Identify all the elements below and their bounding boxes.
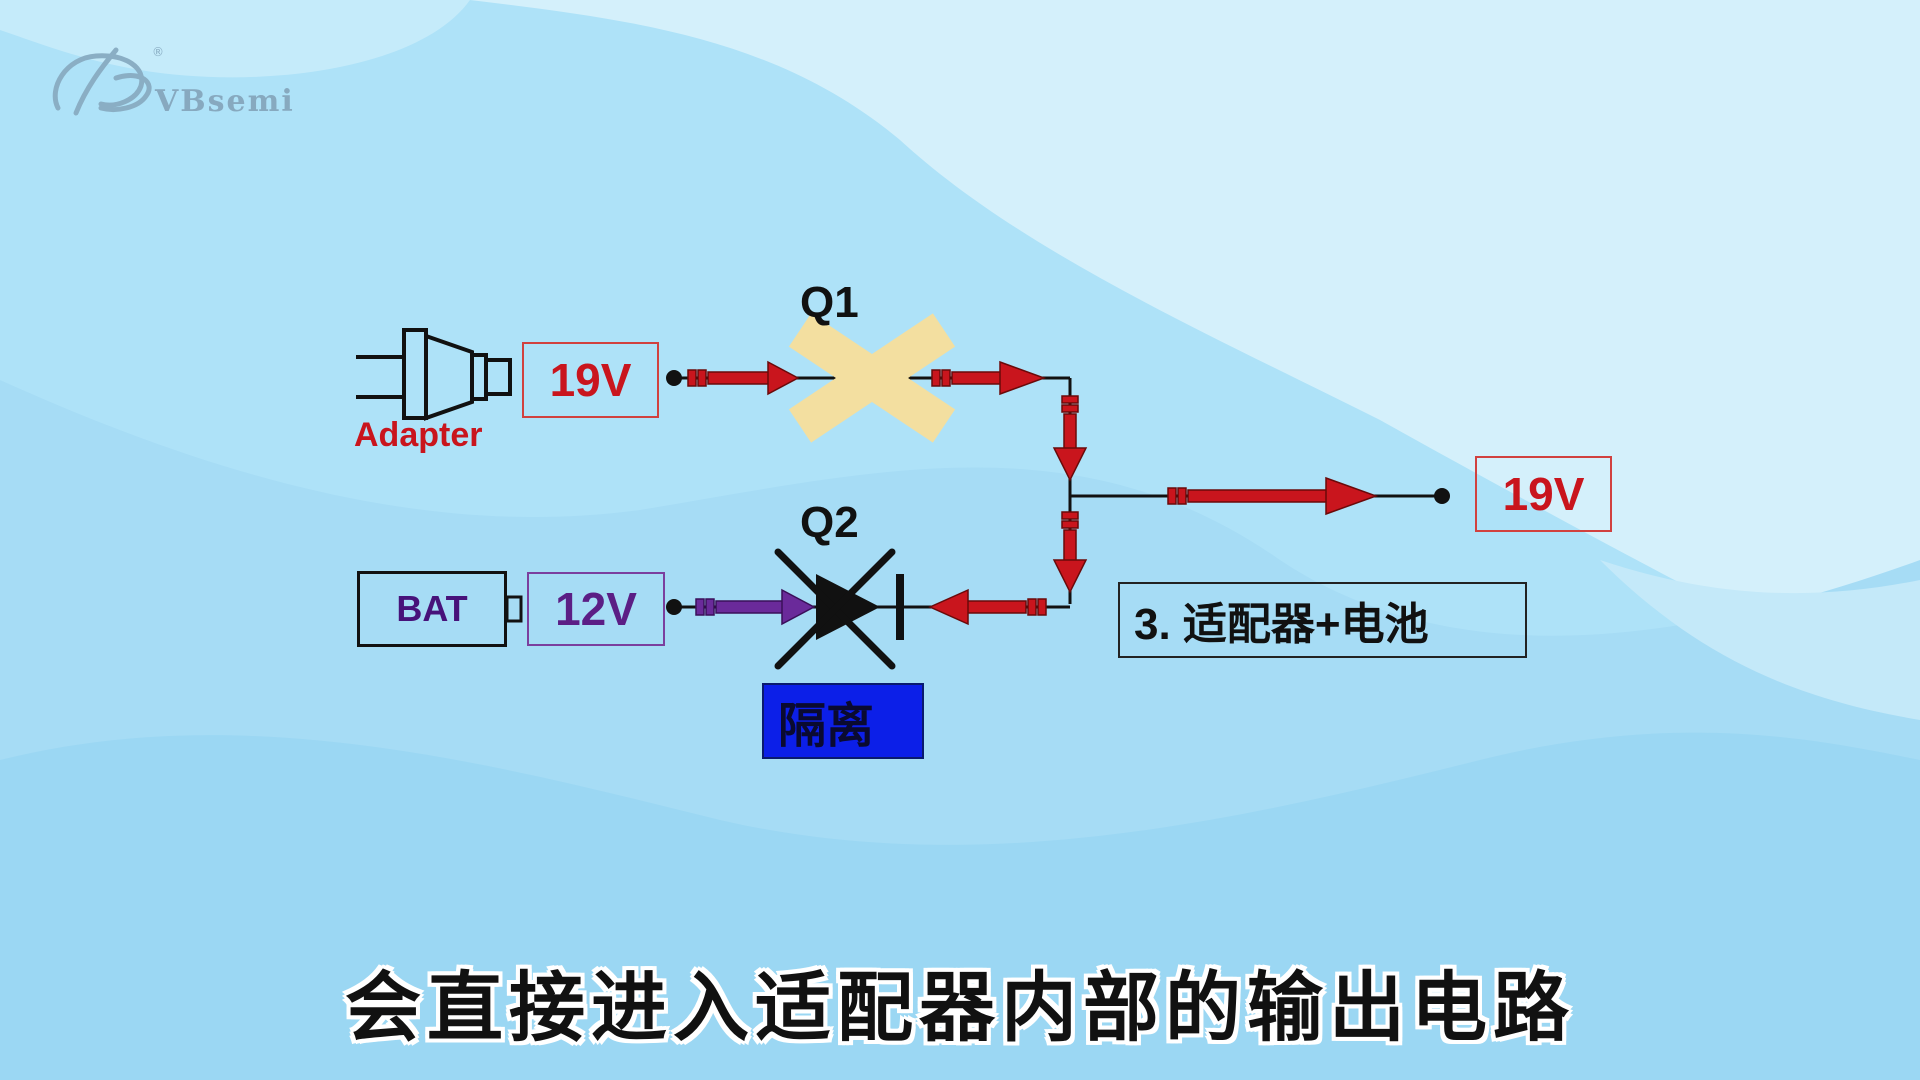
reverse-flow-arrow (928, 588, 1047, 626)
brand-name: VBsemi (155, 84, 295, 119)
battery-box: BAT (357, 571, 507, 647)
q2-disabled-cross-icon (774, 548, 896, 670)
battery-voltage-box: 12V (527, 572, 665, 646)
vbsemi-logo: ® (52, 45, 164, 116)
registered-mark: ® (152, 45, 164, 59)
adapter-label: Adapter (354, 416, 483, 454)
output-voltage-box: 19V (1475, 456, 1612, 532)
adapter-flow-arrow (687, 360, 800, 396)
mode-label-box: 3. 适配器+电池 (1118, 582, 1527, 658)
subtitle-caption: 会直接进入适配器内部的输出电路 (345, 963, 1575, 1052)
down-flow-arrow-upper (1052, 395, 1088, 482)
output-node (1434, 488, 1450, 504)
output-flow-arrow (1167, 476, 1379, 516)
adapter-node (666, 370, 682, 386)
q2-label: Q2 (800, 498, 859, 547)
isolation-label-box: 隔离 (762, 683, 924, 759)
q1-output-flow-arrow (931, 360, 1047, 396)
q2-diode-icon (816, 574, 904, 640)
q1-label: Q1 (800, 278, 859, 327)
battery-node (666, 599, 682, 615)
adapter-plug-icon (356, 328, 512, 421)
down-flow-arrow-lower (1052, 511, 1088, 594)
adapter-voltage-box: 19V (522, 342, 659, 418)
q1-disabled-cross-icon (788, 313, 956, 443)
battery-terminal (505, 595, 523, 623)
battery-flow-arrow (695, 588, 816, 626)
